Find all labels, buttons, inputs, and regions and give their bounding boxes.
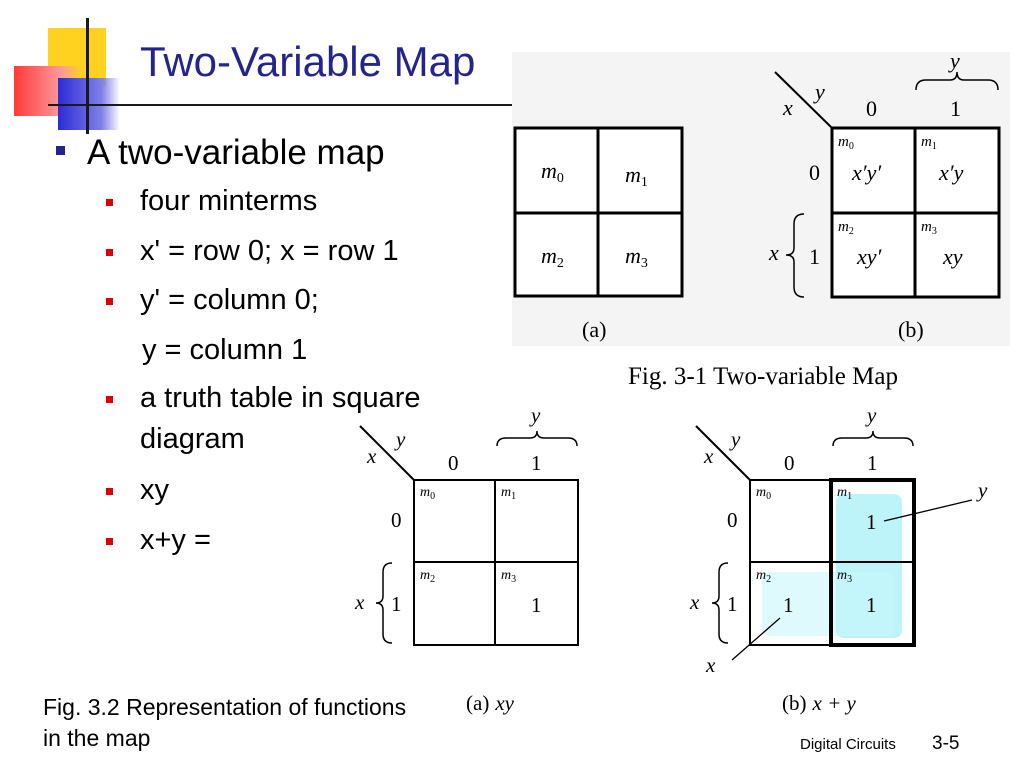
cell-m0-tag: m0	[838, 134, 854, 152]
row-0-index: 0	[727, 508, 738, 532]
var-x-label: x	[354, 590, 365, 614]
x-brace-icon	[785, 213, 805, 298]
col-1-index: 1	[950, 96, 961, 121]
sub-bullet-text: four minterms	[140, 185, 318, 217]
bullet-square-icon	[106, 199, 113, 206]
col-0-index: 0	[784, 451, 795, 475]
figure-3-2-caption-line2: in the map	[43, 725, 151, 751]
col-1-index: 1	[531, 451, 542, 475]
var-x-diag-label: x	[782, 95, 793, 120]
sub-bullet-text: a truth table in square	[140, 382, 421, 414]
cell-m2-tag: m2	[838, 219, 854, 237]
y-brace-icon	[496, 430, 578, 447]
x-brace-icon	[375, 562, 393, 644]
cell-m0-tag: m0	[420, 485, 435, 502]
cell-m1-tag: m1	[501, 485, 516, 502]
var-x-label: x	[768, 240, 779, 265]
row-1-index: 1	[809, 244, 820, 269]
figure-3-1-caption: Fig. 3-1 Two-variable Map	[628, 363, 898, 390]
figure-3-2b-label: (b)x + y	[782, 691, 856, 715]
sub-bullet-continuation: diagram	[140, 423, 245, 455]
title-underline	[48, 104, 512, 106]
cell-xy: xy	[942, 244, 963, 269]
var-x-diag-label: x	[366, 444, 377, 468]
main-bullet: A two-variable map	[56, 133, 385, 173]
row-0-index: 0	[809, 160, 820, 185]
bullet-square-icon	[106, 538, 113, 545]
page-number: 3-5	[932, 733, 960, 754]
cell-m1-value: 1	[866, 510, 877, 534]
cell-m3-value: 1	[531, 593, 542, 617]
cell-m2-label: m2	[541, 243, 564, 271]
figure-3-1b-label: (b)	[898, 317, 924, 342]
cell-m1-label: m1	[625, 162, 648, 190]
var-y-label: y	[529, 403, 541, 427]
var-y-diag-label: y	[813, 79, 825, 104]
figure-3-1a-label: (a)	[582, 317, 606, 342]
y-brace-icon	[915, 71, 999, 91]
cell-m2-tag: m2	[420, 568, 435, 585]
row-1-index: 1	[391, 592, 402, 616]
row-1-index: 1	[727, 592, 738, 616]
sub-bullet-text: x' = row 0; x = row 1	[140, 235, 399, 267]
cell-m1-tag: m1	[837, 485, 852, 502]
main-bullet-text: A two-variable map	[87, 133, 385, 172]
x-pointer-label: x	[705, 653, 716, 677]
figure-3-2-caption-line1: Fig. 3.2 Representation of functions	[43, 694, 407, 720]
cell-m3-tag: m3	[921, 219, 937, 237]
slide-title: Two-Variable Map	[140, 38, 476, 85]
y-pointer-label: y	[976, 478, 988, 502]
figure-3-1b-map	[774, 71, 1001, 299]
cell-m3-label: m3	[625, 243, 648, 271]
figure-3-2a-label: (a)xy	[466, 691, 515, 715]
cell-m3-value: 1	[866, 593, 877, 617]
figure-3-1a-map	[513, 126, 684, 298]
x-pointer-line	[731, 617, 781, 661]
col-1-index: 1	[867, 451, 878, 475]
col-0-index: 0	[448, 451, 459, 475]
bullet-square-icon	[106, 396, 113, 403]
sub-bullet-text: x+y =	[140, 524, 211, 556]
bullet-square-icon	[56, 146, 65, 156]
sub-bullet-text: y' = column 0;	[140, 284, 319, 316]
sub-bullet-continuation: y = column 1	[142, 334, 308, 366]
bullet-square-icon	[106, 249, 113, 256]
cell-m0-label: m0	[541, 158, 564, 186]
cell-m3-tag: m3	[501, 568, 516, 585]
cell-xpyp: x′y′	[851, 160, 882, 185]
cell-m2-value: 1	[783, 593, 794, 617]
cell-m1-tag: m1	[921, 134, 937, 152]
x-brace-icon	[711, 562, 729, 644]
y-brace-icon	[832, 430, 914, 447]
var-x-label: x	[689, 590, 700, 614]
var-y-diag-label: y	[394, 427, 406, 451]
bullet-square-icon	[106, 298, 113, 305]
var-y-diag-label: y	[729, 427, 741, 451]
y-pointer-line	[883, 499, 973, 522]
sub-bullet-text: xy	[140, 474, 169, 506]
var-y-label: y	[948, 48, 960, 73]
cell-m2-tag: m2	[756, 568, 771, 585]
var-x-diag-label: x	[703, 444, 714, 468]
row-0-index: 0	[391, 508, 402, 532]
logo-vertical-line	[86, 18, 89, 134]
footer-course-name: Digital Circuits	[800, 736, 896, 753]
figure-3-2a-map	[359, 425, 579, 646]
figure-3-2b-map	[695, 425, 916, 647]
cell-m3-tag: m3	[837, 568, 852, 585]
cell-m0-tag: m0	[756, 485, 771, 502]
cell-xpy: x′y	[938, 160, 964, 185]
x-group-highlight	[762, 572, 894, 636]
cell-xyp: xy′	[856, 244, 883, 269]
bullet-square-icon	[106, 488, 113, 495]
col-0-index: 0	[866, 96, 877, 121]
figure-3-2-caption: Fig. 3.2 Representation of functions in …	[43, 692, 406, 754]
var-y-label: y	[865, 403, 877, 427]
